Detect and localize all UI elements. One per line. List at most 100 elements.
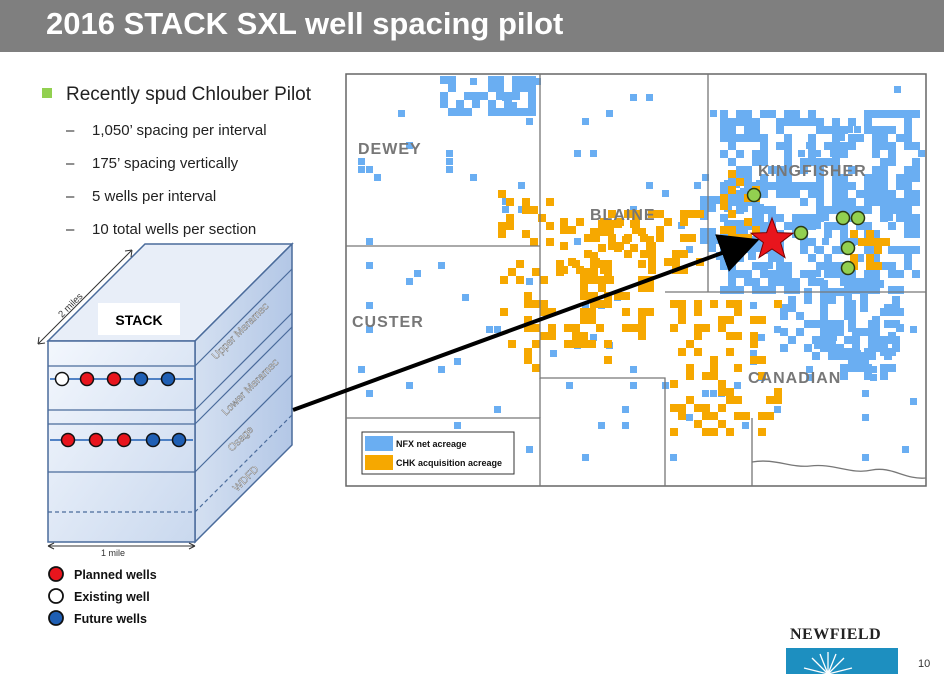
- acreage-cell: [694, 324, 702, 332]
- acreage-cell: [912, 166, 920, 174]
- acreage-cell: [546, 238, 554, 246]
- acreage-cell: [840, 206, 848, 214]
- acreage-cell: [504, 108, 512, 116]
- acreage-cell: [832, 182, 840, 190]
- acreage-cell: [866, 230, 874, 238]
- acreage-cell: [524, 324, 532, 332]
- acreage-cell: [832, 142, 840, 150]
- acreage-cell: [540, 300, 548, 308]
- acreage-cell: [912, 198, 920, 206]
- acreage-cell: [912, 222, 920, 230]
- acreage-cell: [506, 198, 514, 206]
- acreage-cell: [912, 190, 920, 198]
- acreage-cell: [670, 404, 678, 412]
- acreage-cell: [572, 324, 580, 332]
- legend-label: Planned wells: [74, 568, 157, 582]
- acreage-cell: [800, 214, 808, 222]
- acreage-cell: [540, 332, 548, 340]
- acreage-cell: [366, 238, 373, 245]
- acreage-cell: [856, 222, 864, 230]
- acreage-cell: [560, 242, 568, 250]
- acreage-cell: [776, 142, 784, 150]
- acreage-cell: [880, 198, 888, 206]
- acreage-cell: [736, 286, 744, 294]
- acreage-cell: [534, 78, 541, 85]
- county-label: CUSTER: [352, 314, 424, 331]
- acreage-cell: [856, 134, 864, 142]
- acreage-cell: [526, 118, 533, 125]
- acreage-cell: [860, 304, 868, 312]
- acreage-cell: [590, 292, 598, 300]
- acreage-cell: [840, 198, 848, 206]
- acreage-cell: [740, 228, 748, 236]
- acreage-cell: [624, 250, 632, 258]
- acreage-cell: [748, 244, 756, 252]
- acreage-cell: [718, 324, 726, 332]
- acreage-cell: [784, 190, 792, 198]
- legend-swatch: [365, 455, 393, 470]
- acreage-cell: [568, 226, 576, 234]
- acreage-cell: [848, 308, 856, 316]
- acreage-cell: [710, 428, 718, 436]
- legend-label: NFX net acreage: [396, 439, 467, 449]
- county-labels: DEWEY BLAINE KINGFISHER CUSTER CANADIAN: [352, 141, 866, 387]
- acreage-cell: [720, 134, 728, 142]
- acreage-cell: [606, 276, 614, 284]
- acreage-cell: [728, 270, 736, 278]
- acreage-cell: [646, 94, 653, 101]
- acreage-cell: [904, 166, 912, 174]
- acreage-cell: [774, 406, 781, 413]
- acreage-cell: [728, 210, 736, 218]
- acreage-cell: [638, 332, 646, 340]
- acreage-cell: [590, 252, 598, 260]
- acreage-cell: [848, 348, 856, 356]
- acreage-cell: [806, 142, 813, 149]
- acreage-cell: [784, 166, 792, 174]
- acreage-cell: [638, 308, 646, 316]
- acreage-cell: [840, 126, 848, 134]
- acreage-cell: [688, 210, 696, 218]
- acreage-cell: [880, 214, 888, 222]
- acreage-cell: [888, 206, 896, 214]
- acreage-cell: [784, 174, 792, 182]
- legend-label: CHK acquisition acreage: [396, 458, 502, 468]
- acreage-cell: [808, 118, 816, 126]
- acreage-cell: [880, 262, 888, 270]
- acreage-cell: [758, 262, 765, 269]
- acreage-cell: [820, 336, 828, 344]
- acreage-cell: [528, 100, 536, 108]
- acreage-cell: [694, 420, 702, 428]
- acreage-cell: [774, 396, 782, 404]
- acreage-cell: [896, 134, 904, 142]
- acreage-cell: [744, 134, 752, 142]
- acreage-cell: [752, 118, 760, 126]
- acreage-cell: [556, 268, 564, 276]
- acreage-cell: [694, 348, 702, 356]
- acreage-cell: [816, 126, 824, 134]
- acreage-cell: [456, 108, 464, 116]
- acreage-cell: [708, 228, 716, 236]
- acreage-cell: [784, 142, 792, 150]
- acreage-cell: [888, 126, 896, 134]
- acreage-cell: [734, 382, 741, 389]
- acreage-cell: [814, 222, 821, 229]
- acreage-cell: [864, 246, 872, 254]
- acreage-cell: [358, 158, 365, 165]
- county-label: BLAINE: [590, 207, 656, 224]
- acreage-cell: [784, 118, 792, 126]
- acreage-cell: [598, 220, 606, 228]
- acreage-cell: [896, 198, 904, 206]
- acreage-cell: [814, 342, 821, 349]
- acreage-cell: [532, 324, 540, 332]
- acreage-cell: [744, 118, 752, 126]
- acreage-cell: [448, 76, 456, 84]
- acreage-cell: [758, 356, 766, 364]
- acreage-cell: [728, 234, 736, 242]
- acreage-cell: [792, 214, 800, 222]
- acreage-cell: [812, 336, 820, 344]
- acreage-cell: [358, 166, 365, 173]
- acreage-cell: [742, 412, 750, 420]
- acreage-cell: [874, 246, 882, 254]
- acreage-cell: [548, 324, 556, 332]
